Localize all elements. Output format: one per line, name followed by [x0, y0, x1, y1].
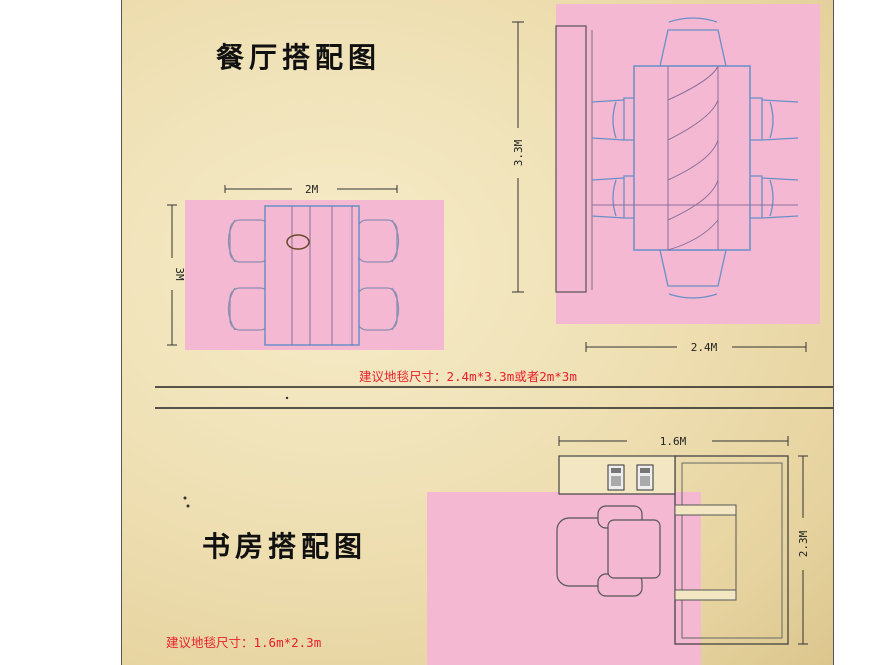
- parchment-board: 餐厅搭配图 书房搭配图: [121, 0, 834, 665]
- floor-plan-drawing: 2M 3M: [155, 4, 833, 665]
- telephone-icon: [636, 464, 654, 491]
- dining-rug-note: 建议地毯尺寸：2.4m*3.3m或者2m*3m: [359, 369, 577, 384]
- desk-drawer: [674, 589, 737, 601]
- study-rug-note: 建议地毯尺寸：1.6m*2.3m: [166, 635, 322, 650]
- small-dining-layout: 2M 3M: [167, 183, 444, 350]
- study-title: 书房搭配图: [202, 530, 368, 563]
- large-dining-layout: 3.3M 2.4M: [512, 4, 820, 354]
- small-width-label: 2M: [305, 183, 319, 196]
- study-layout: 1.6M 2.3M: [427, 435, 810, 665]
- sideboard: [555, 25, 587, 293]
- large-height-label: 3.3M: [512, 139, 525, 166]
- study-height-label: 2.3M: [797, 530, 810, 557]
- small-height-label: 3M: [173, 267, 186, 281]
- large-width-label: 2.4M: [691, 341, 718, 354]
- table-centerpiece-icon: [286, 234, 310, 250]
- desk-drawer: [674, 504, 737, 516]
- dining-title: 餐厅搭配图: [216, 41, 382, 74]
- telephone-icon: [607, 464, 625, 491]
- dining-table: [633, 65, 751, 251]
- study-width-label: 1.6M: [660, 435, 687, 448]
- armchair-icon: [556, 505, 661, 597]
- dining-table: [264, 205, 360, 346]
